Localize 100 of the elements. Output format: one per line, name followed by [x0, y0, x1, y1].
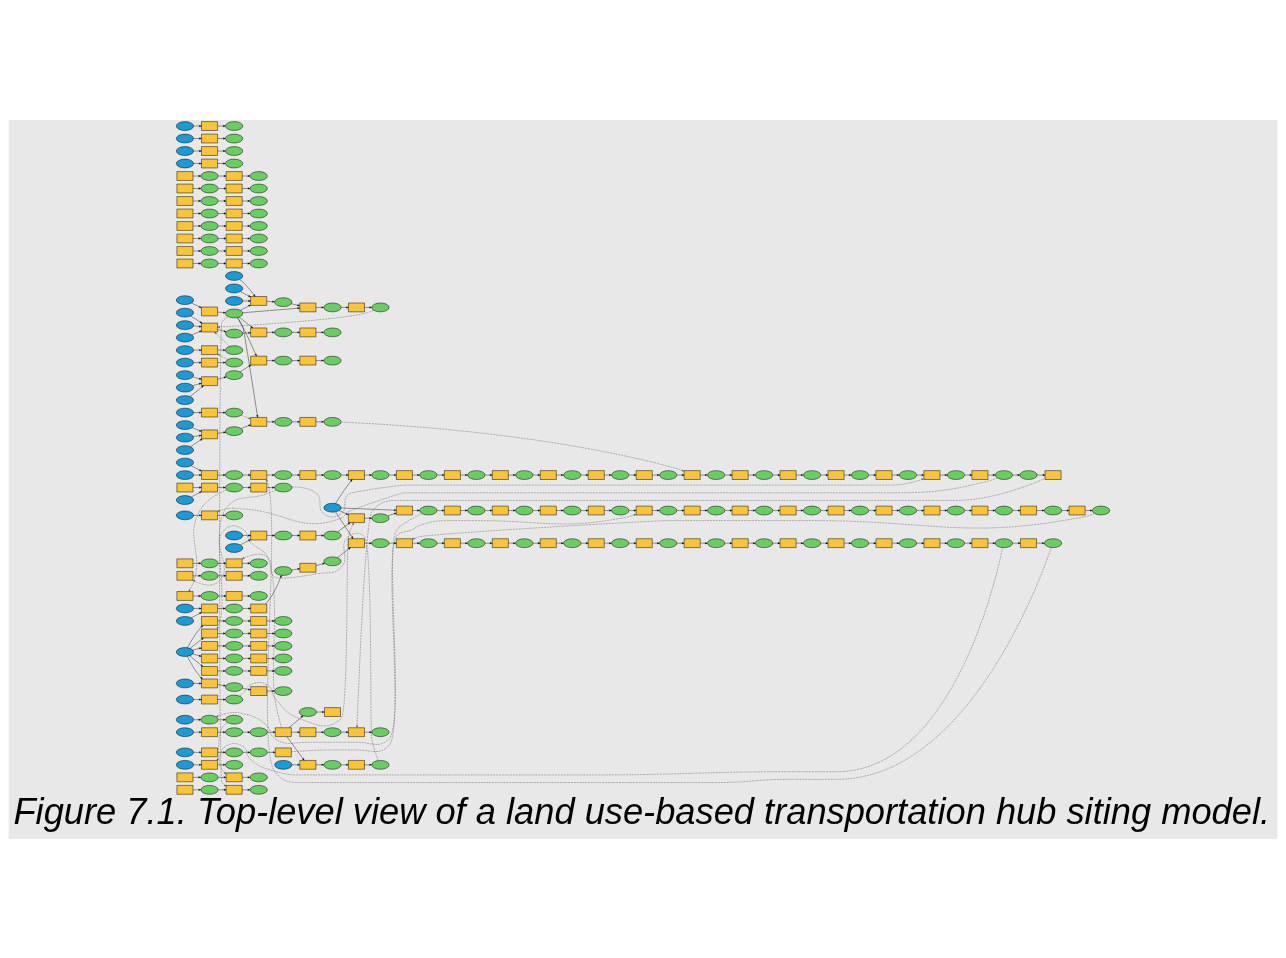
arrow	[266, 632, 275, 634]
arrow	[315, 306, 324, 308]
node-box	[176, 170, 194, 181]
arrow	[237, 316, 259, 418]
arrow	[652, 541, 660, 544]
arrow	[868, 473, 877, 476]
node-box	[176, 245, 194, 256]
arrow	[191, 330, 202, 335]
arrow	[191, 490, 202, 497]
arrow	[628, 509, 637, 511]
arrow	[508, 473, 516, 476]
arrow	[389, 541, 397, 544]
node-ellipse	[176, 382, 194, 392]
node-ellipse	[176, 694, 194, 704]
arrow	[964, 509, 973, 511]
arrow	[193, 411, 202, 413]
arrow	[242, 237, 251, 239]
arrow	[484, 473, 493, 476]
node-ellipse	[176, 510, 194, 520]
arrow	[242, 561, 251, 564]
arrow	[218, 775, 227, 778]
arrow	[315, 730, 324, 733]
arrow	[192, 525, 282, 728]
arrow	[556, 473, 564, 476]
arrow	[193, 162, 202, 164]
arrow	[580, 541, 589, 544]
arrow	[266, 420, 275, 423]
arrow	[242, 632, 251, 634]
arrow	[460, 473, 468, 476]
arrow	[218, 718, 226, 721]
node-box	[176, 233, 194, 243]
arrow	[193, 730, 202, 733]
arrow	[237, 317, 257, 356]
arrow	[193, 698, 202, 700]
arrow	[891, 541, 900, 544]
node-ellipse	[995, 538, 1013, 548]
caption: Figure 7.1. Top-level view of a land use-based transportation hub siting model.	[13, 790, 1271, 832]
arrow	[218, 174, 227, 177]
arrow	[964, 541, 973, 544]
arrow	[288, 715, 304, 728]
node-ellipse	[995, 505, 1013, 515]
arrow	[217, 486, 226, 488]
arrow	[241, 414, 251, 419]
arrow	[192, 574, 201, 577]
node-box	[176, 482, 194, 492]
arrow	[508, 541, 516, 544]
arrow	[193, 325, 202, 327]
arrow	[217, 311, 226, 313]
arrow	[192, 187, 201, 189]
arrow	[242, 657, 251, 659]
arrow	[242, 669, 251, 672]
arrow	[193, 682, 202, 684]
arrow	[628, 473, 637, 476]
node-ellipse	[176, 727, 194, 737]
arrow	[316, 710, 325, 713]
arrow	[436, 473, 445, 476]
arrow	[291, 730, 300, 733]
arrow	[266, 478, 1052, 783]
node-ellipse	[176, 444, 194, 455]
arrow	[217, 162, 226, 164]
arrow	[242, 644, 251, 647]
arrow	[192, 653, 202, 657]
arrow	[217, 137, 226, 139]
arrow	[364, 516, 372, 519]
arrow	[242, 486, 251, 488]
arrow	[217, 376, 227, 379]
node-ellipse	[176, 494, 194, 505]
arrow	[1037, 473, 1046, 476]
arrow	[192, 174, 201, 177]
arrow	[217, 750, 226, 753]
node-ellipse	[225, 530, 244, 540]
arrow	[218, 561, 227, 564]
arrow	[1036, 541, 1045, 544]
arrow	[436, 509, 445, 511]
arrow	[238, 316, 253, 328]
arrow	[820, 541, 829, 544]
arrow	[242, 788, 251, 791]
arrow	[191, 302, 202, 308]
arrow	[532, 473, 541, 476]
arrow	[242, 174, 251, 177]
arrow	[340, 507, 397, 511]
arrow	[242, 687, 251, 690]
node-ellipse	[176, 432, 194, 442]
node-ellipse	[947, 505, 965, 515]
arrow	[891, 509, 900, 511]
node-ellipse	[176, 158, 194, 168]
arrow	[266, 534, 275, 536]
arrow	[266, 300, 275, 303]
node-box	[275, 727, 292, 737]
arrow	[242, 212, 251, 214]
node-ellipse	[176, 419, 194, 430]
arrow	[291, 534, 300, 536]
arrow	[339, 509, 349, 515]
arrow	[266, 331, 275, 333]
arrow	[191, 464, 202, 471]
arrow	[241, 424, 251, 429]
arrow	[242, 594, 251, 597]
arrow	[939, 541, 948, 544]
node-ellipse	[176, 295, 194, 305]
node-ellipse	[995, 469, 1013, 480]
